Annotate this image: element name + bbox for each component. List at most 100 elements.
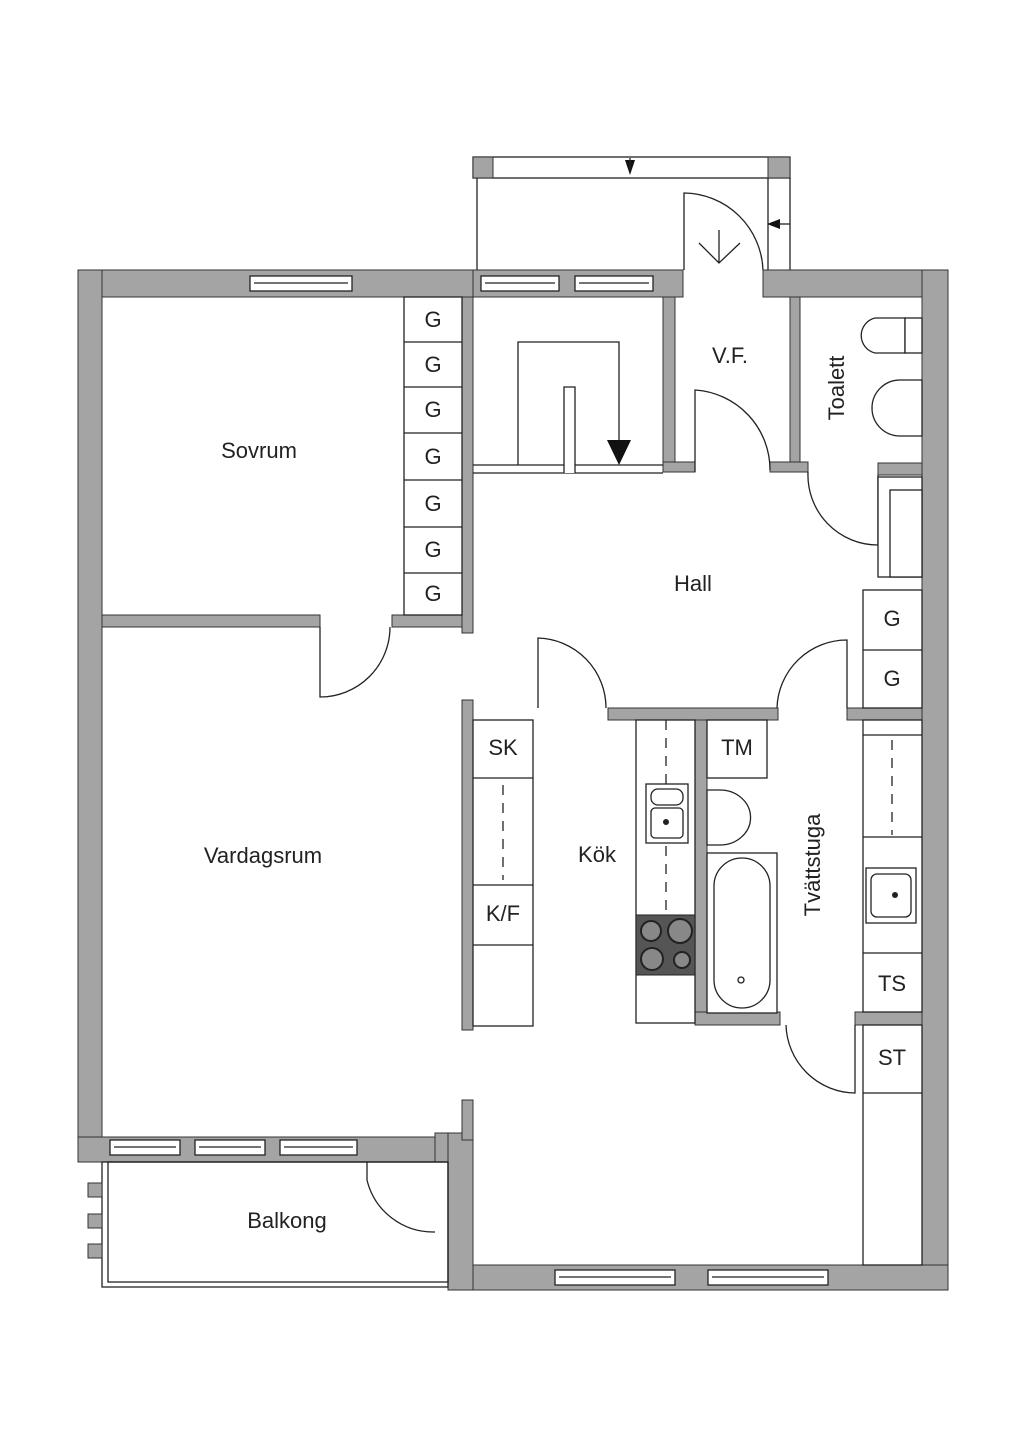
wardrobe-label: G bbox=[424, 307, 441, 332]
wall bbox=[921, 269, 949, 1291]
window bbox=[480, 275, 560, 292]
wall bbox=[607, 707, 779, 721]
window bbox=[109, 1139, 181, 1156]
plan-line bbox=[862, 1024, 923, 1266]
window bbox=[574, 275, 654, 292]
doors bbox=[319, 389, 879, 1094]
room-label-hall: Hall bbox=[674, 571, 712, 596]
wall bbox=[694, 1011, 781, 1026]
window bbox=[249, 275, 353, 292]
plan-line bbox=[904, 317, 923, 354]
plan-line bbox=[663, 819, 669, 825]
plan-line bbox=[892, 892, 898, 898]
wall bbox=[789, 296, 801, 473]
wall bbox=[101, 614, 321, 628]
wall bbox=[769, 461, 809, 473]
plan-line bbox=[706, 719, 768, 779]
toilet-icon bbox=[860, 317, 906, 354]
wardrobe-label: G bbox=[883, 666, 900, 691]
wardrobes: G G G G G G G G G bbox=[403, 296, 923, 709]
wall bbox=[472, 156, 494, 179]
vf-door[interactable] bbox=[694, 389, 771, 472]
wall bbox=[77, 269, 103, 1163]
plan-line bbox=[667, 918, 693, 944]
bedroom-door[interactable] bbox=[319, 626, 391, 698]
plan-line bbox=[737, 976, 745, 984]
room-labels: Sovrum Vardagsrum Hall Kök Balkong V.F. … bbox=[204, 343, 849, 1233]
entrance-arrow-icon bbox=[698, 230, 741, 264]
wardrobe-label: G bbox=[424, 444, 441, 469]
wall bbox=[854, 1011, 923, 1026]
wall bbox=[87, 1213, 103, 1229]
arrow-down-icon bbox=[607, 440, 631, 465]
wall bbox=[762, 269, 949, 298]
wall bbox=[461, 1099, 474, 1141]
plan-line bbox=[870, 873, 912, 918]
sink-icon bbox=[871, 379, 923, 437]
wardrobe-label: G bbox=[424, 537, 441, 562]
toilet-fixtures bbox=[860, 317, 923, 437]
plan-line bbox=[403, 296, 463, 616]
window bbox=[554, 1269, 676, 1286]
plan-line bbox=[862, 589, 923, 709]
plan-line bbox=[472, 719, 534, 1027]
sink-icon bbox=[706, 789, 752, 846]
plan-line bbox=[673, 951, 691, 969]
toilet-door[interactable] bbox=[807, 471, 879, 546]
tm-label: TM bbox=[721, 735, 753, 760]
plan-line bbox=[862, 719, 923, 1013]
balcony bbox=[87, 1161, 449, 1288]
laundry-fixtures: TM TS ST bbox=[706, 719, 923, 1266]
st-label: ST bbox=[878, 1045, 906, 1070]
plan-line bbox=[640, 947, 664, 971]
laundry-bath-door[interactable] bbox=[785, 1024, 856, 1094]
plan-line bbox=[640, 920, 662, 942]
room-label-toalett: Toalett bbox=[824, 356, 849, 421]
wall bbox=[846, 707, 923, 721]
kitchen-fixtures: SK K/F bbox=[472, 719, 696, 1027]
room-label-vardagsrum: Vardagsrum bbox=[204, 843, 322, 868]
plan-line bbox=[517, 341, 620, 465]
wall bbox=[447, 1132, 474, 1291]
wardrobe-label: G bbox=[424, 397, 441, 422]
wall bbox=[87, 1243, 103, 1259]
wardrobe-label: G bbox=[883, 606, 900, 631]
wall bbox=[461, 699, 474, 1031]
wall bbox=[877, 462, 923, 476]
kitchen-door[interactable] bbox=[537, 637, 607, 709]
wall bbox=[87, 1182, 103, 1198]
sk-label: SK bbox=[488, 735, 518, 760]
storage-stairs bbox=[473, 341, 663, 474]
plan-line bbox=[889, 489, 923, 578]
window bbox=[194, 1139, 266, 1156]
kf-label: K/F bbox=[486, 901, 520, 926]
laundry-door[interactable] bbox=[776, 639, 848, 709]
laundry-sink-icon bbox=[865, 867, 917, 924]
plan-line bbox=[650, 788, 684, 806]
wardrobe-label: G bbox=[424, 581, 441, 606]
room-label-balkong: Balkong bbox=[247, 1208, 327, 1233]
windows bbox=[109, 275, 829, 1286]
arrow-left-icon bbox=[767, 219, 780, 229]
plan-line bbox=[563, 386, 576, 473]
plan-line bbox=[107, 1161, 449, 1283]
wall bbox=[767, 156, 791, 179]
wall bbox=[447, 1264, 949, 1291]
entry-porch bbox=[472, 156, 791, 271]
wardrobe-label: G bbox=[424, 352, 441, 377]
room-label-tvattstuga: Tvättstuga bbox=[800, 813, 825, 916]
stove-icon bbox=[635, 914, 696, 976]
balcony-door[interactable] bbox=[366, 1162, 436, 1233]
wall bbox=[662, 461, 696, 473]
wardrobe-label: G bbox=[424, 491, 441, 516]
window bbox=[707, 1269, 829, 1286]
plan-line bbox=[713, 857, 771, 1009]
window bbox=[279, 1139, 358, 1156]
entry-door[interactable] bbox=[683, 192, 764, 271]
wall bbox=[694, 719, 708, 1026]
kitchen-sink-icon bbox=[645, 783, 689, 844]
room-label-sovrum: Sovrum bbox=[221, 438, 297, 463]
ts-label: TS bbox=[878, 971, 906, 996]
wall bbox=[461, 296, 474, 634]
